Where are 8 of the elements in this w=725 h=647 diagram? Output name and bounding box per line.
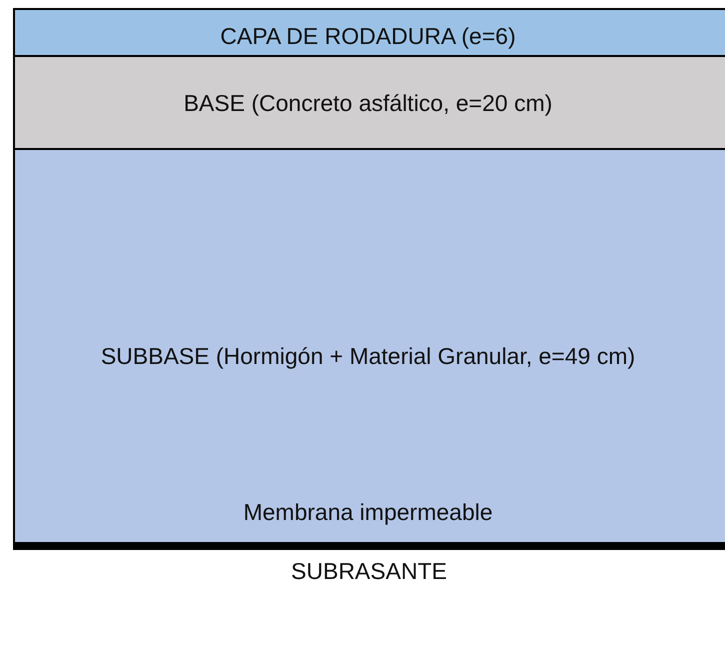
layer-label: BASE (Concreto asfáltico, e=20 cm) [182, 89, 554, 118]
layer-label: SUBBASE (Hormigón + Material Granular, e=49 cm) [100, 342, 636, 371]
ground-label: SUBRASANTE [290, 557, 448, 586]
layer-label: CAPA DE RODADURA (e=6) [219, 22, 517, 51]
membrane-label: Membrana impermeable [242, 498, 494, 527]
pavement-layer [13, 8, 725, 57]
pavement-layer [13, 148, 725, 544]
pavement-layer [13, 55, 725, 150]
